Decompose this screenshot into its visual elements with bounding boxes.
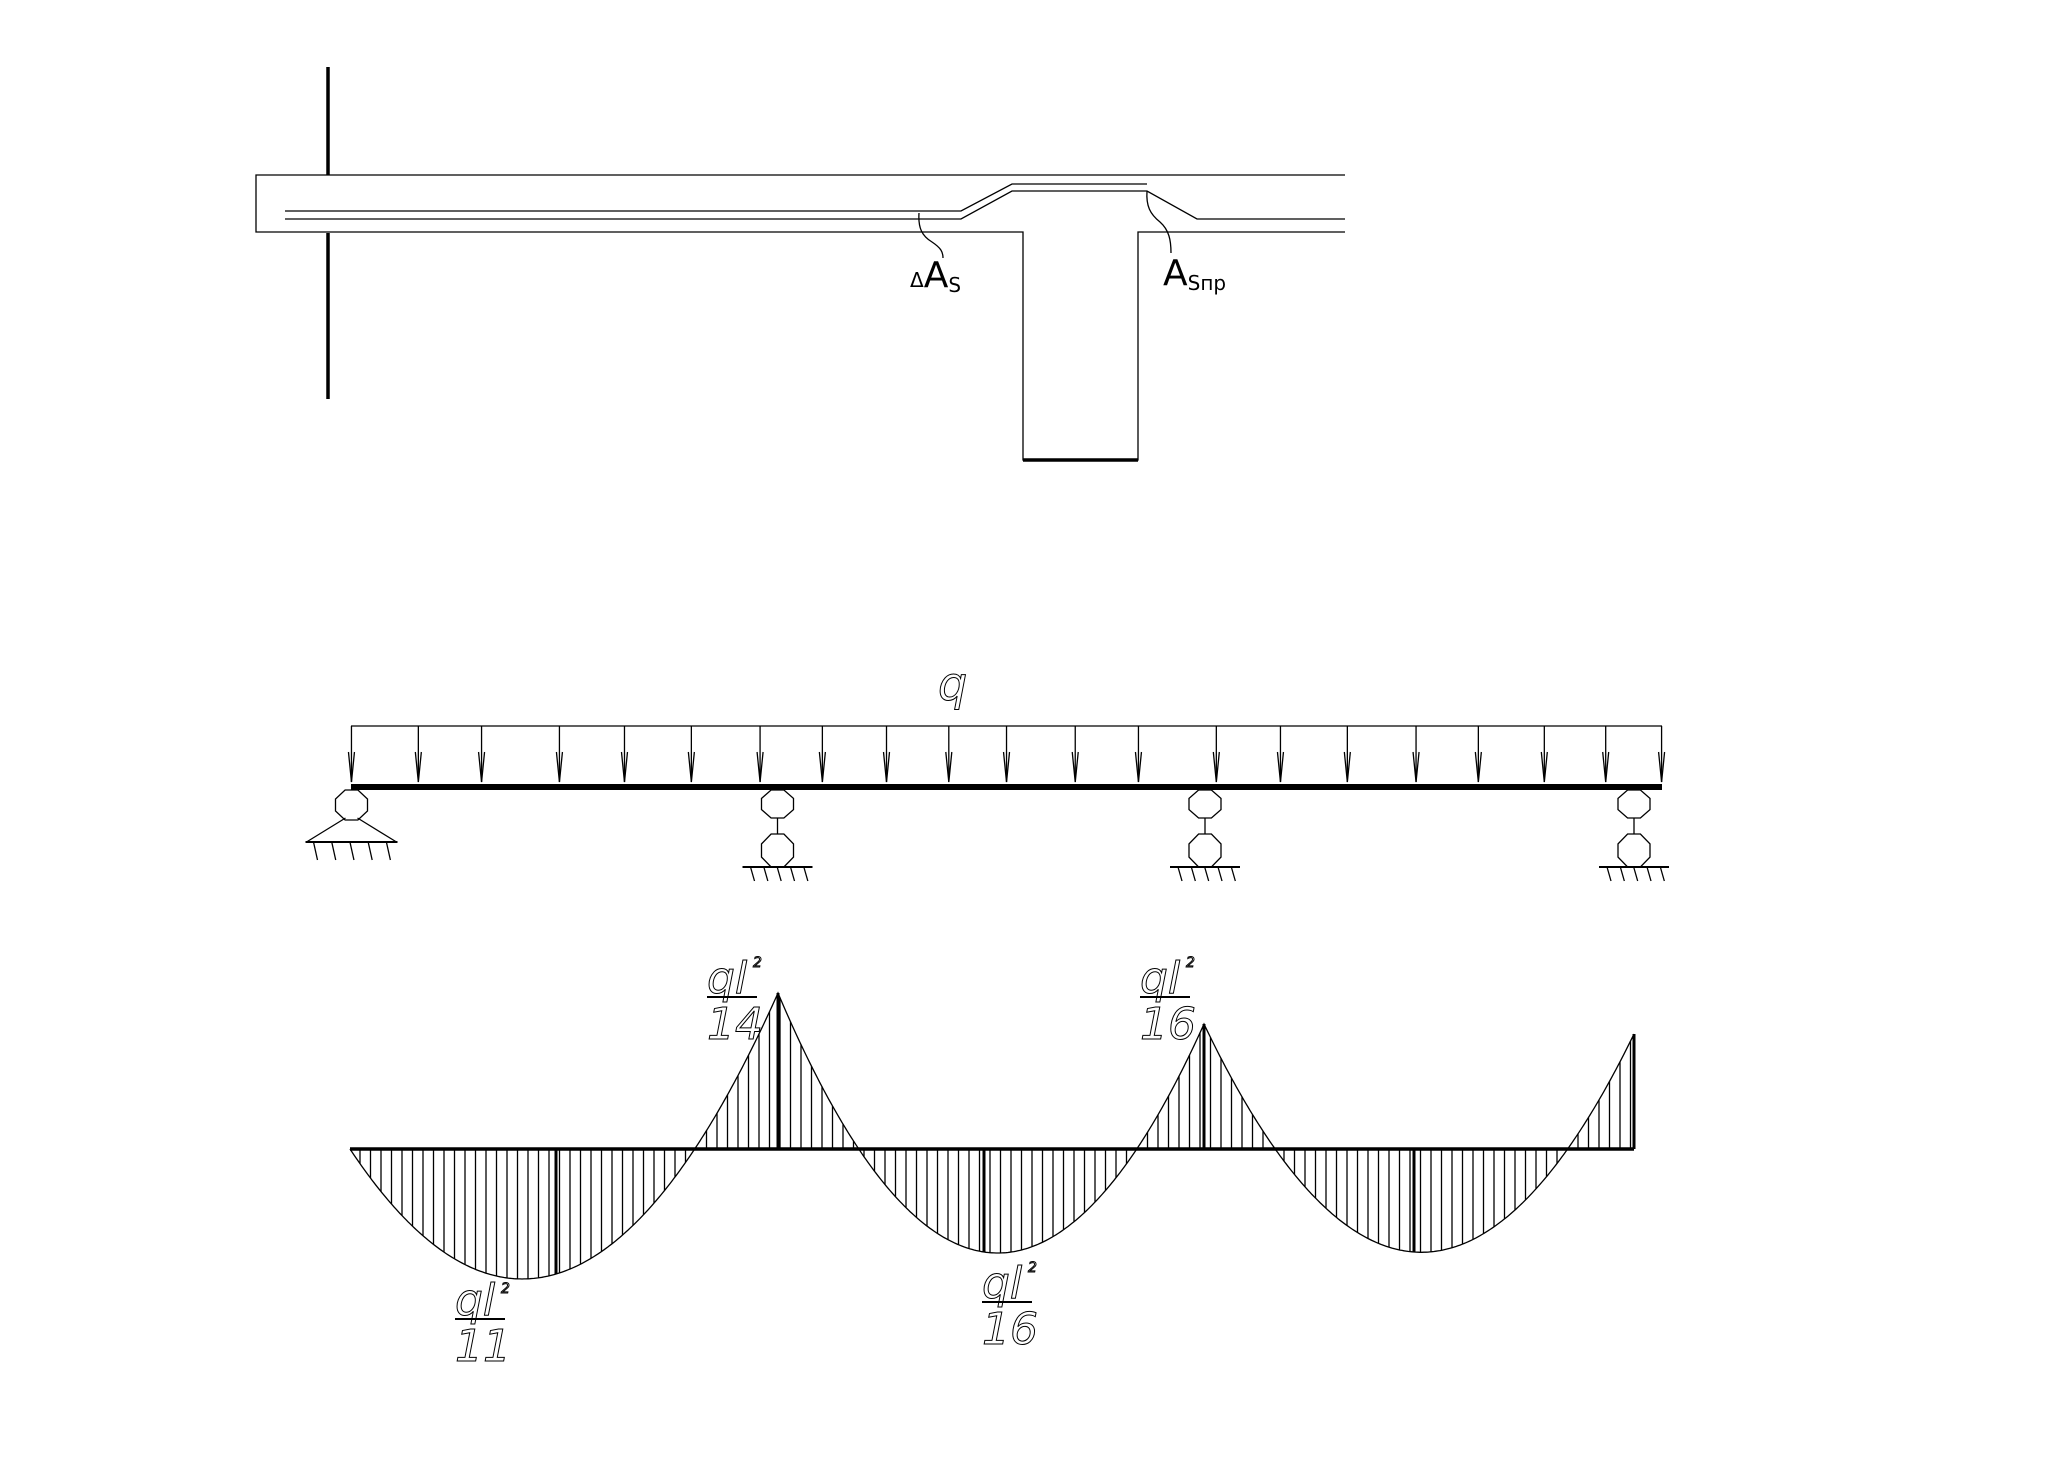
moment-label-fraction: ql 2 14	[707, 953, 764, 1051]
load-arrow	[818, 726, 827, 783]
supports	[305, 789, 1669, 882]
fraction-exponent: 2	[753, 955, 762, 971]
beam-line	[351, 784, 1662, 790]
load-arrow	[1657, 726, 1666, 783]
moment-curve	[349, 991, 1635, 1280]
rebar-bent-up	[285, 190, 1345, 220]
load-arrow	[1343, 726, 1351, 783]
fraction-exponent: 2	[1186, 955, 1195, 971]
fraction-denominator: 16	[1140, 999, 1196, 1050]
load-arrow	[1602, 726, 1610, 783]
load-arrow	[1412, 726, 1420, 783]
fraction-numerator: ql	[707, 953, 748, 1004]
load-arrow	[347, 726, 356, 783]
leader-as-support	[1146, 190, 1172, 254]
load-arrow	[1134, 726, 1143, 783]
slab-section-drawing: ΔAS ASпр	[255, 67, 1345, 462]
fraction-numerator: ql	[982, 1258, 1023, 1309]
load-arrows	[347, 726, 1666, 783]
load-arrow	[477, 726, 486, 783]
fraction-denominator: 11	[455, 1321, 511, 1372]
load-arrow	[620, 726, 629, 783]
fraction-numerator: ql	[455, 1275, 496, 1326]
load-arrow	[1276, 726, 1285, 783]
fraction-denominator: 16	[982, 1304, 1038, 1355]
label-delta-as: ΔAS	[910, 255, 961, 297]
load-arrow	[756, 726, 764, 783]
load-arrow	[1071, 726, 1079, 783]
continuous-beam-scheme: q	[305, 657, 1669, 882]
moment-label-fraction: ql 2 16	[1140, 953, 1197, 1051]
leader-delta-as	[918, 212, 944, 259]
moment-label-fraction: ql 2 16	[982, 1258, 1039, 1356]
diagram-hatching	[359, 997, 1632, 1279]
roller-support	[742, 789, 813, 882]
rebar-top	[285, 183, 1147, 212]
fraction-exponent: 2	[501, 1281, 510, 1297]
roller-support	[1599, 789, 1669, 882]
load-arrow	[555, 726, 564, 783]
load-arrow	[687, 726, 696, 783]
pinned-support	[305, 789, 398, 861]
load-arrow	[1002, 726, 1011, 783]
load-arrow	[1474, 726, 1482, 783]
fraction-exponent: 2	[1028, 1260, 1037, 1276]
load-label-q: q	[938, 657, 967, 711]
fraction-denominator: 14	[707, 999, 763, 1050]
moment-label-fraction: ql 2 11	[455, 1275, 512, 1373]
load-arrow	[414, 726, 422, 783]
load-arrow	[1212, 726, 1220, 783]
fraction-numerator: ql	[1140, 953, 1181, 1004]
load-arrow	[945, 726, 953, 783]
roller-support	[1170, 789, 1240, 882]
load-arrow	[882, 726, 891, 783]
load-arrow	[1540, 726, 1548, 783]
max-ordinates	[554, 993, 1636, 1274]
slab-rib-outline	[255, 174, 1345, 461]
label-as-support: ASпр	[1163, 253, 1226, 295]
